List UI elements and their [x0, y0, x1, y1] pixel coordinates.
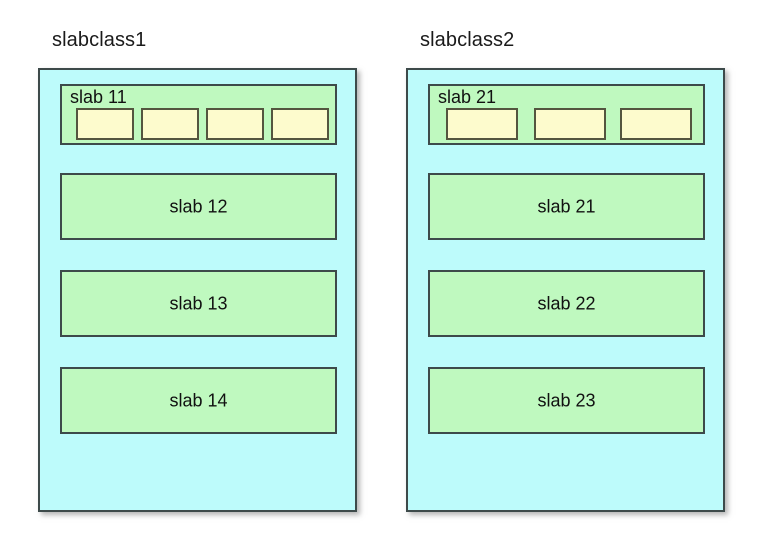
slab-21-chunked-chunk-2[interactable]: [534, 108, 606, 140]
slab-21-chunked[interactable]: slab 21: [428, 84, 705, 145]
slab-11-chunk-3[interactable]: [206, 108, 264, 140]
slab-21-chunked-chunk-3[interactable]: [620, 108, 692, 140]
slabclass-2-title: slabclass2: [420, 29, 515, 51]
slab-13-label: slab 13: [169, 293, 228, 313]
slab-22[interactable]: slab 22: [428, 270, 705, 337]
slab-11-chunk-1[interactable]: [76, 108, 134, 140]
slab-22-label: slab 22: [537, 293, 596, 313]
slab-21-chunked-label: slab 21: [438, 87, 497, 107]
slabclass-1: slabclass1 slab 11 slab 12 slab 13 slab 14: [38, 28, 357, 512]
slab-21[interactable]: slab 21: [428, 173, 705, 240]
slab-23-label: slab 23: [537, 390, 596, 410]
slab-21-chunked-chunk-1[interactable]: [446, 108, 518, 140]
slabclass-1-container: slab 11 slab 12 slab 13 slab 14: [38, 68, 357, 512]
slab-12[interactable]: slab 12: [60, 173, 337, 240]
slab-11-chunk-4[interactable]: [271, 108, 329, 140]
slab-11-chunk-2[interactable]: [141, 108, 199, 140]
slabclass-1-title: slabclass1: [52, 29, 147, 51]
slab-23[interactable]: slab 23: [428, 367, 705, 434]
slabclass-2-container: slab 21 slab 21 slab 22 slab 23: [406, 68, 725, 512]
slab-11[interactable]: slab 11: [60, 84, 337, 145]
slab-13[interactable]: slab 13: [60, 270, 337, 337]
slab-12-label: slab 12: [169, 196, 228, 216]
slab-11-label: slab 11: [70, 87, 127, 107]
slabclass-2: slabclass2 slab 21 slab 21 slab 22 slab 23: [406, 28, 725, 512]
slab-14-label: slab 14: [169, 390, 228, 410]
slab-21-label: slab 21: [537, 196, 596, 216]
slab-14[interactable]: slab 14: [60, 367, 337, 434]
